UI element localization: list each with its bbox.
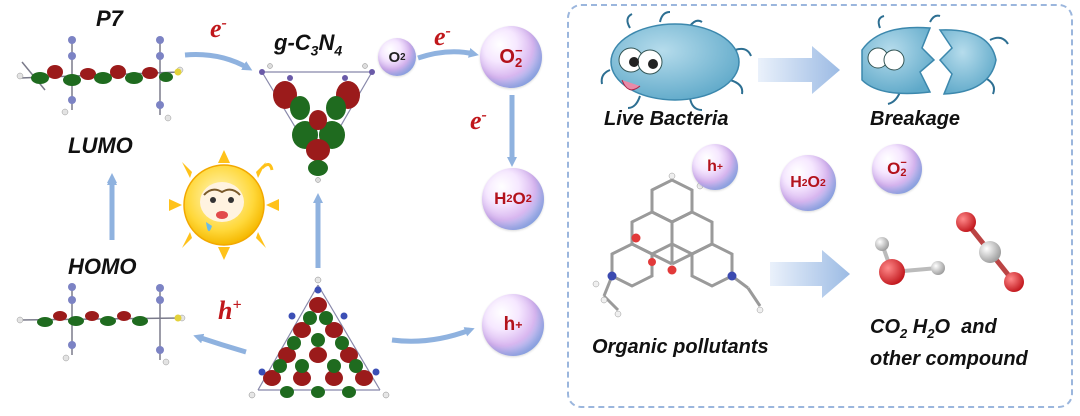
products-label-line1: CO2 H2O and (870, 316, 997, 341)
panel-hole-sup: + (716, 161, 723, 173)
panel-superoxide-sup: − (900, 157, 907, 170)
o2-sub: 2 (400, 51, 406, 63)
p7-lumo-molecule-icon (16, 36, 184, 122)
arrow-valence-to-hole (391, 327, 475, 344)
electron-label-1-e: e (210, 14, 222, 43)
hole-bubble-main: h (503, 314, 516, 335)
electron-label-1-sup: - (221, 14, 227, 32)
electron-label-1: e- (210, 14, 227, 44)
broken-bacteria-icon (861, 14, 1009, 105)
h2o2-sub2: 2 (525, 193, 532, 205)
p7-homo-molecule-icon (16, 283, 186, 366)
hole-label: h+ (218, 296, 242, 326)
panel-superoxide-main: O (887, 159, 901, 178)
panel-superoxide-bubble: O−2 (872, 144, 922, 194)
p7-label: P7 (96, 6, 123, 31)
products-h: H (912, 316, 928, 338)
panel-h2o2-sub2: 2 (820, 177, 826, 189)
products-co-sub: 2 (900, 326, 908, 341)
arrow-valence-to-homo (193, 333, 247, 355)
gc3n4-homo-orbital-icon (248, 276, 390, 399)
arrow-bacteria-to-breakage (758, 46, 840, 94)
breakage-label: Breakage (870, 108, 961, 130)
panel-hole-bubble: h+ (692, 144, 738, 190)
smiling-sun-icon (169, 150, 279, 260)
arrow-p7-to-gc3n4 (184, 52, 253, 71)
products-o-and: O and (934, 316, 997, 338)
superoxide-main: O (499, 45, 515, 68)
products-co: CO (870, 316, 900, 338)
electron-label-2-sup: - (445, 22, 451, 40)
products-h-sub: 2 (927, 326, 935, 341)
bacteria-icon (600, 11, 752, 111)
gc3n4-lumo-orbital-icon (259, 63, 375, 183)
gc3n4-label-n: N (318, 30, 335, 55)
superoxide-sup: − (514, 43, 523, 59)
superoxide-sub: 2 (514, 55, 523, 70)
organic-molecule-icon (592, 172, 764, 318)
h2o2-sub1: 2 (506, 193, 513, 205)
electron-label-2: e- (434, 22, 451, 52)
co2-molecule-icon (956, 212, 1024, 292)
hole-bubble: h+ (482, 294, 544, 356)
electron-label-3-e: e (470, 106, 482, 135)
hole-label-sup: + (232, 296, 242, 314)
electron-label-3-sup: - (481, 106, 487, 124)
electron-label-2-e: e (434, 22, 446, 51)
lumo-label: LUMO (68, 133, 133, 158)
h2o2-o: O (512, 189, 526, 208)
hole-bubble-sup: + (515, 318, 523, 332)
mechanism-panel (567, 4, 1073, 408)
panel-hole-main: h (707, 158, 717, 175)
panel-h2o2-h: H (790, 174, 802, 191)
water-molecule-icon (875, 237, 945, 285)
panel-h2o2-sub1: 2 (801, 177, 808, 189)
panel-h2o2-o: O (807, 174, 820, 191)
live-bacteria-label: Live Bacteria (604, 108, 729, 130)
gc3n4-label: g-C3N4 (274, 30, 342, 58)
products-label-line2: other compound (870, 348, 1028, 370)
arrow-o2-to-superoxide (417, 48, 479, 61)
gc3n4-label-prefix: g-C (274, 30, 311, 55)
hole-label-h: h (218, 296, 233, 325)
gc3n4-label-sub3: 3 (310, 42, 319, 59)
arrow-pollutants-to-products (770, 250, 850, 298)
h2o2-h: H (494, 189, 507, 208)
gc3n4-label-sub4: 4 (334, 42, 343, 59)
panel-superoxide-sub: 2 (900, 167, 907, 179)
superoxide-bubble: O−2 (480, 26, 542, 88)
homo-label: HOMO (68, 254, 137, 279)
organic-pollutants-label: Organic pollutants (592, 336, 769, 358)
o2-main: O (388, 48, 401, 66)
electron-label-3: e- (470, 106, 487, 136)
